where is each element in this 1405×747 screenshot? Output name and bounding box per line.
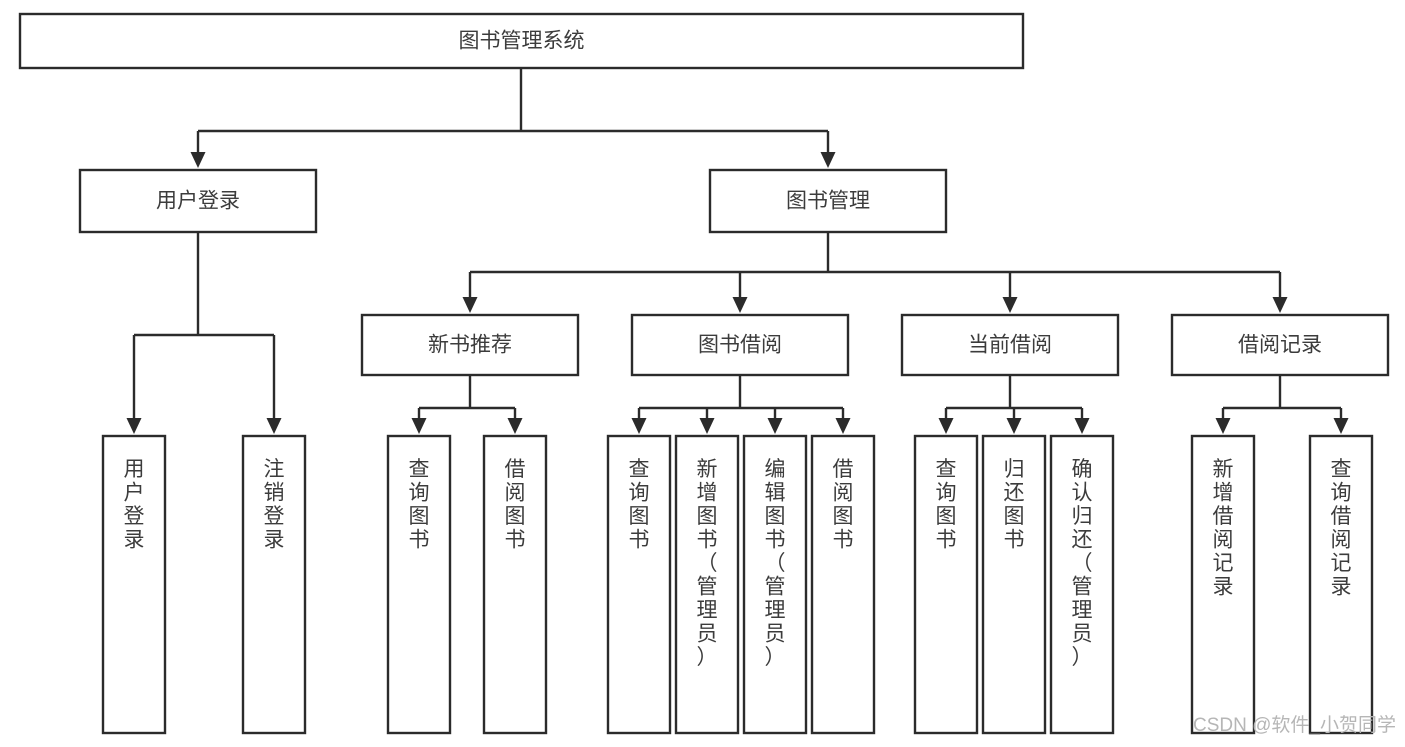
arrow-head-icon [507,418,523,434]
node-box[interactable] [1049,434,1115,735]
node-leaf-2[interactable]: 查询图书 [386,434,452,735]
node-leaf-11[interactable]: 新增借阅记录 [1190,434,1256,735]
node-label: 用户登录 [156,190,240,213]
node-level2-1[interactable]: 图书管理 [708,168,948,234]
node-box[interactable] [900,313,1120,377]
node-leaf-12[interactable]: 查询借阅记录 [1308,434,1374,735]
node-label: 图书管理 [786,190,870,213]
node-leaf-6[interactable]: 编辑图书（管理员） [742,434,808,735]
node-label: 归还图书 [1004,458,1025,552]
node-level3-2[interactable]: 当前借阅 [900,313,1120,377]
node-label: 查询图书 [629,458,650,552]
arrow-head-icon [266,418,282,434]
node-box[interactable] [360,313,580,377]
node-level3-3[interactable]: 借阅记录 [1170,313,1390,377]
node-box[interactable] [630,313,850,377]
node-leaf-5[interactable]: 新增图书（管理员） [674,434,740,735]
arrow-head-icon [1006,418,1022,434]
arrow-head-icon [126,418,142,434]
arrow-head-icon [1002,297,1018,313]
node-box[interactable] [101,434,167,735]
node-box[interactable] [810,434,876,735]
node-label: 借阅记录 [1238,334,1322,357]
node-label: 新书推荐 [428,334,512,357]
node-leaf-3[interactable]: 借阅图书 [482,434,548,735]
arrow-head-icon [767,418,783,434]
node-leaf-0[interactable]: 用户登录 [101,434,167,735]
node-box[interactable] [674,434,740,735]
arrow-head-icon [1074,418,1090,434]
node-label: 编辑图书（管理员） [765,458,786,669]
node-level3-0[interactable]: 新书推荐 [360,313,580,377]
node-label: 查询借阅记录 [1331,458,1352,599]
node-box[interactable] [708,168,948,234]
node-level2-0[interactable]: 用户登录 [78,168,318,234]
node-leaf-4[interactable]: 查询图书 [606,434,672,735]
arrow-head-icon [631,418,647,434]
node-box[interactable] [1170,313,1390,377]
node-box[interactable] [1190,434,1256,735]
node-label: 图书借阅 [698,334,782,357]
node-label: 用户登录 [124,458,145,552]
node-label: 借阅图书 [505,458,526,552]
node-leaf-8[interactable]: 查询图书 [913,434,979,735]
arrow-head-icon [938,418,954,434]
node-label: 图书管理系统 [459,30,585,53]
node-leaf-1[interactable]: 注销登录 [241,434,307,735]
node-label: 注销登录 [264,458,285,552]
arrow-head-icon [1333,418,1349,434]
connector-layer [126,68,1349,434]
csdn-watermark: CSDN @软件_小贺同学 [1193,714,1396,736]
node-label: 新增借阅记录 [1213,458,1234,599]
arrow-head-icon [699,418,715,434]
node-box[interactable] [606,434,672,735]
node-label: 确认归还（管理员） [1072,458,1093,669]
node-box[interactable] [981,434,1047,735]
node-level3-1[interactable]: 图书借阅 [630,313,850,377]
node-box[interactable] [742,434,808,735]
arrow-head-icon [1215,418,1231,434]
node-box[interactable] [1308,434,1374,735]
node-label: 借阅图书 [833,458,854,552]
node-box[interactable] [386,434,452,735]
arrow-head-icon [820,152,836,168]
arrow-head-icon [835,418,851,434]
arrow-head-icon [1272,297,1288,313]
node-box[interactable] [913,434,979,735]
arrow-head-icon [462,297,478,313]
arrow-head-icon [190,152,206,168]
node-box[interactable] [241,434,307,735]
node-label: 新增图书（管理员） [697,458,718,669]
node-box[interactable] [78,168,318,234]
arrow-head-icon [411,418,427,434]
node-label: 查询图书 [409,458,430,552]
node-leaf-9[interactable]: 归还图书 [981,434,1047,735]
node-leaf-7[interactable]: 借阅图书 [810,434,876,735]
node-box[interactable] [482,434,548,735]
node-layer: 图书管理系统用户登录图书管理新书推荐图书借阅当前借阅借阅记录用户登录注销登录查询… [18,12,1390,735]
node-leaf-10[interactable]: 确认归还（管理员） [1049,434,1115,735]
arrow-head-icon [732,297,748,313]
node-label: 当前借阅 [968,334,1052,357]
node-box[interactable] [18,12,1025,70]
node-label: 查询图书 [936,458,957,552]
node-root[interactable]: 图书管理系统 [18,12,1025,70]
